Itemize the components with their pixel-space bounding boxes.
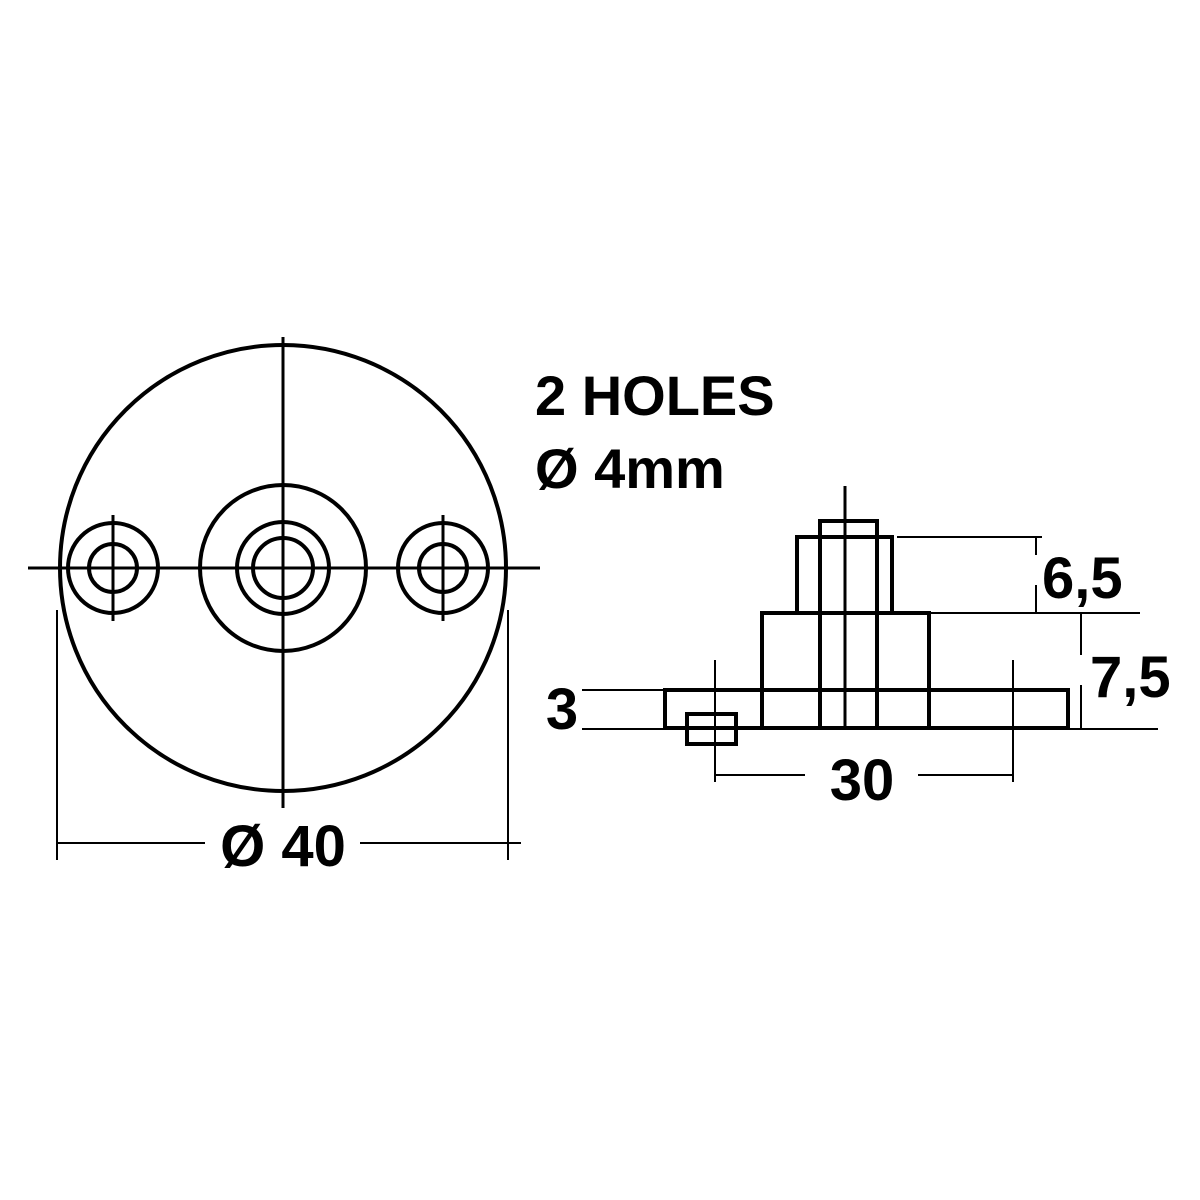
hole-notes: 2 HOLES Ø 4mm: [535, 364, 775, 500]
top-cap: [818, 519, 879, 539]
hole-spacing-dimension: 30: [715, 748, 1013, 813]
base-plate: [663, 688, 1070, 730]
side-view: 30 3 6,5 7,5: [546, 486, 1171, 813]
middle-height-label: 7,5: [1090, 645, 1171, 710]
center-boss-middle: [235, 520, 331, 616]
center-boss: [198, 483, 368, 653]
center-boss-outer: [198, 483, 368, 653]
upper-height-dimension: 6,5: [897, 536, 1140, 614]
middle-height-dimension: 7,5: [1068, 613, 1171, 730]
diameter-label: Ø 40: [220, 814, 346, 879]
upper-height-label: 6,5: [1042, 546, 1123, 611]
diameter-dimension: Ø 40: [56, 610, 521, 879]
plate-thickness-dimension: 3: [546, 677, 665, 742]
top-view: Ø 40: [28, 337, 540, 879]
holes-diameter-note: Ø 4mm: [535, 437, 725, 500]
plate-thickness-label: 3: [546, 677, 578, 742]
left-mounting-hole: [66, 515, 160, 621]
right-mounting-hole: [396, 515, 490, 621]
holes-count-note: 2 HOLES: [535, 364, 775, 427]
center-boss-inner: [251, 536, 315, 600]
bottom-nub: [685, 712, 738, 746]
hole-spacing-label: 30: [830, 748, 895, 813]
